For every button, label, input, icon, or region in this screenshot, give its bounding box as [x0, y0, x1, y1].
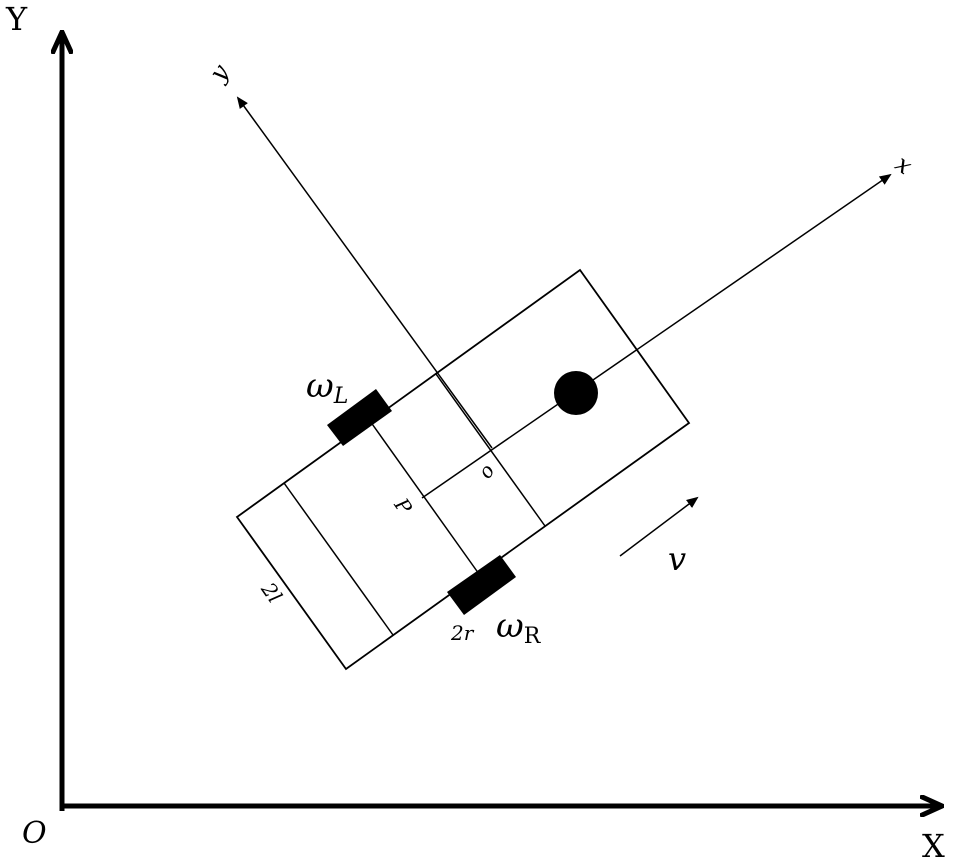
left-wheel	[327, 389, 392, 446]
velocity-label: v	[668, 540, 686, 578]
local-y-axis	[236, 96, 493, 449]
global-x-label: X	[922, 827, 945, 861]
wheel-diameter-label: 2r	[450, 621, 475, 645]
robot-body	[235, 268, 691, 671]
right-wheel	[447, 555, 516, 615]
local-x-axis	[421, 173, 892, 499]
point-p-label: P	[389, 493, 417, 519]
global-y-label: Y	[5, 0, 28, 38]
velocity-arrow	[619, 496, 699, 557]
front-inner-line	[435, 373, 546, 527]
local-y-label: y	[203, 59, 235, 87]
rear-inner-line	[283, 482, 394, 636]
axle-line	[369, 420, 480, 575]
omega-right-label: ωR	[496, 606, 542, 649]
local-x-label: x	[890, 149, 918, 180]
global-origin-label: O	[22, 816, 47, 851]
local-origin-label: o	[473, 459, 500, 483]
caster-dot	[554, 371, 598, 415]
omega-left-label: ωL	[306, 366, 348, 409]
